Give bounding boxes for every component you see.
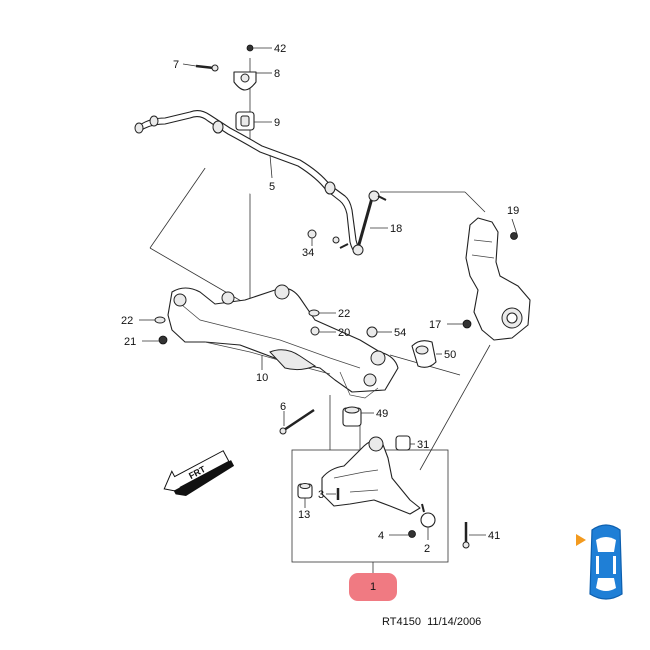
- diagram-code: RT4150: [382, 616, 421, 628]
- part-number[interactable]: 21: [124, 336, 136, 348]
- bolt-20[interactable]: [310, 326, 320, 336]
- part-number[interactable]: 54: [394, 327, 406, 339]
- ball-joint-bolt[interactable]: [462, 522, 470, 549]
- lower-control-arm[interactable]: [321, 436, 421, 515]
- part-number[interactable]: 2: [424, 543, 430, 555]
- arm-bushing-13[interactable]: [297, 483, 313, 499]
- part-number[interactable]: 22: [338, 308, 350, 320]
- part-number[interactable]: 7: [173, 59, 179, 71]
- part-number[interactable]: 50: [444, 349, 456, 361]
- part-number[interactable]: 49: [376, 408, 388, 420]
- main-part-callout[interactable]: 1: [349, 573, 397, 601]
- part-number[interactable]: 42: [274, 43, 286, 55]
- part-number[interactable]: 5: [269, 181, 275, 193]
- stabilizer-bushing[interactable]: [235, 111, 255, 131]
- part-number[interactable]: 13: [298, 509, 310, 521]
- bracket-bolt[interactable]: [195, 64, 219, 72]
- part-number[interactable]: 19: [507, 205, 519, 217]
- washer-right[interactable]: [308, 309, 320, 317]
- part-number[interactable]: 4: [378, 530, 384, 542]
- knuckle-nut[interactable]: [510, 232, 518, 240]
- nut-left[interactable]: [158, 335, 168, 345]
- stabilizer-bar[interactable]: [134, 109, 361, 255]
- part-number[interactable]: 22: [121, 315, 133, 327]
- part-number[interactable]: 10: [256, 372, 268, 384]
- car-position-icon: [576, 524, 623, 600]
- part-number[interactable]: 3: [318, 489, 324, 501]
- part-number[interactable]: 31: [417, 439, 429, 451]
- washer-left[interactable]: [154, 316, 166, 324]
- part-number[interactable]: 9: [274, 117, 280, 129]
- arm-bushing-rear[interactable]: [342, 406, 362, 427]
- front-direction-arrow: FRT: [163, 450, 235, 497]
- ball-joint[interactable]: [420, 503, 436, 528]
- part-number[interactable]: 8: [274, 68, 280, 80]
- stabilizer-bracket[interactable]: [233, 44, 257, 91]
- part-number[interactable]: 34: [302, 247, 314, 259]
- arm-bolt[interactable]: [279, 408, 315, 435]
- crossmember-bushing[interactable]: [411, 340, 437, 368]
- diagram-date: 11/14/2006: [427, 616, 482, 628]
- crossmember-nut[interactable]: [462, 319, 472, 329]
- part-number[interactable]: 17: [429, 319, 441, 331]
- steering-knuckle[interactable]: [465, 217, 531, 341]
- bolt-54[interactable]: [366, 326, 378, 338]
- ball-joint-nut[interactable]: [408, 530, 416, 538]
- part-number[interactable]: 20: [338, 327, 350, 339]
- part-number[interactable]: 18: [390, 223, 402, 235]
- link-nut[interactable]: [307, 229, 340, 244]
- arm-bushing-front[interactable]: [395, 435, 411, 451]
- car-pointer-icon: [576, 534, 586, 546]
- stabilizer-link[interactable]: [339, 190, 387, 256]
- crossmember[interactable]: [167, 284, 399, 399]
- part-numbers: 42 7 8 9 5 19 18 34 22 22 20 54 17 21 50…: [121, 43, 519, 555]
- part-number[interactable]: 41: [488, 530, 500, 542]
- part-number[interactable]: 6: [280, 401, 286, 413]
- diagram-footer: RT4150 11/14/2006: [382, 616, 481, 628]
- leader-lines: [139, 47, 518, 540]
